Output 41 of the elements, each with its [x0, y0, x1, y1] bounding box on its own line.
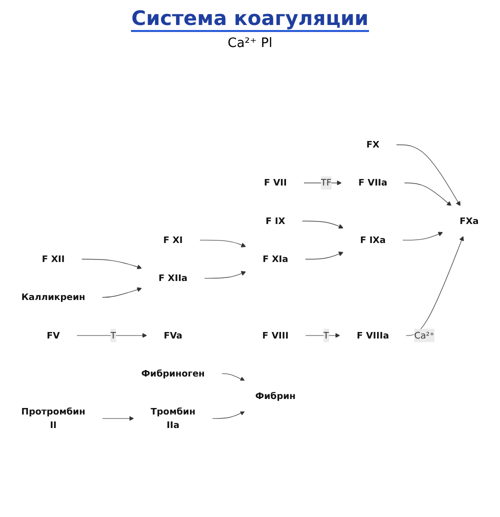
edge-label: Ca²⁺ — [414, 330, 434, 341]
node-text: Фибриноген — [141, 368, 205, 379]
node-text: F IXa — [360, 234, 386, 246]
node-text: FX — [366, 139, 380, 150]
arrow — [304, 252, 344, 260]
arrow — [81, 258, 142, 270]
arrow — [102, 416, 134, 421]
arrow — [221, 373, 245, 382]
arrow — [102, 287, 142, 298]
node-text: F XII — [42, 254, 65, 264]
node-text: FXa — [460, 215, 479, 226]
arrow — [204, 271, 246, 279]
node-text: F IX — [266, 215, 286, 226]
edge-label: TF — [320, 177, 332, 188]
node-text: F VIIIa — [356, 330, 390, 341]
arrow — [302, 220, 344, 229]
node-text: F XI — [163, 234, 183, 246]
node-text: F VIIa — [358, 177, 388, 188]
arrow — [396, 144, 460, 206]
node-text: Фибрин — [255, 390, 296, 402]
arrow — [402, 232, 443, 240]
edge-label: T — [110, 330, 116, 341]
node-text: FVa — [164, 330, 182, 341]
node-text: F XIa — [262, 254, 288, 264]
node-text: Тромбин IIa — [150, 406, 196, 430]
node-text: Калликреин — [21, 292, 86, 302]
node-text: F VIII — [262, 330, 289, 341]
arrow — [212, 410, 245, 419]
arrow — [305, 333, 340, 338]
node-text: F VII — [264, 177, 287, 188]
note-label: Ca²⁺ Pl — [228, 36, 272, 51]
node-text: FV — [46, 330, 60, 341]
arrow — [199, 240, 246, 248]
arrow — [76, 333, 148, 338]
node-text: Протромбин II — [21, 406, 86, 430]
arrow — [303, 180, 342, 186]
node-text: F XIIa — [158, 272, 188, 284]
arrow — [406, 236, 464, 336]
title: Система коагуляции — [131, 6, 369, 32]
arrow — [404, 182, 452, 206]
edge-label: T — [323, 330, 329, 341]
